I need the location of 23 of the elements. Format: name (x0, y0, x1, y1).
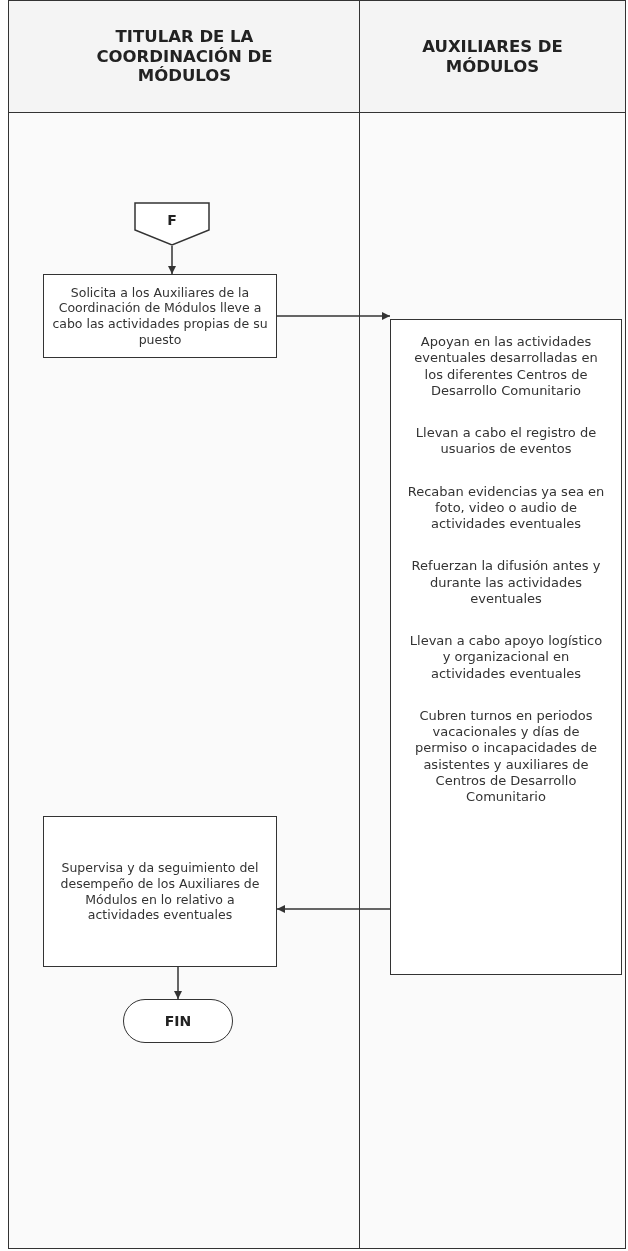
node-text: Refuerzan la difusión antes y durante las actividades eventuales (410, 558, 602, 607)
node-text: Cubren turnos en periodos vacacionales y días de permiso o incapacidades de asistentes y auxiliares de Centros de Desarrollo Comunitario (413, 707, 599, 806)
node-text: Recaban evidencias ya sea en foto, video o audio de actividades eventuales (407, 483, 605, 533)
node-text: Solicita a los Auxiliares de la Coordinación de Módulos lleve a cabo las actividades propias de su puesto (52, 284, 268, 348)
arrow (168, 245, 176, 275)
process-box (390, 319, 622, 975)
node-text: F (167, 212, 177, 228)
node-text: FIN (164, 1013, 192, 1029)
node-text: Supervisa y da seguimiento del desempeño de los Auxiliares de Módulos en lo relativo a actividades eventuales (59, 860, 261, 923)
offpage-connector (134, 202, 210, 246)
process-box (43, 274, 277, 358)
swimlane (359, 0, 626, 1249)
terminator (123, 999, 233, 1043)
lane-header: AUXILIARES DE MÓDULOS (360, 1, 625, 113)
node-text: Llevan a cabo el registro de usuarios de eventos (414, 425, 598, 458)
node-text: Llevan a cabo apoyo logístico y organizacional en actividades eventuales (408, 633, 604, 682)
process-box (43, 816, 277, 967)
arrow (276, 312, 391, 320)
arrow (276, 905, 391, 913)
lane-header: TITULAR DE LA COORDINACIÓN DE MÓDULOS (9, 1, 360, 113)
node-text: Apoyan en las actividades eventuales desarrolladas en los diferentes Centros de Desarrollo Comunitario (413, 334, 599, 399)
arrow (174, 966, 182, 1000)
swimlane (8, 0, 361, 1249)
